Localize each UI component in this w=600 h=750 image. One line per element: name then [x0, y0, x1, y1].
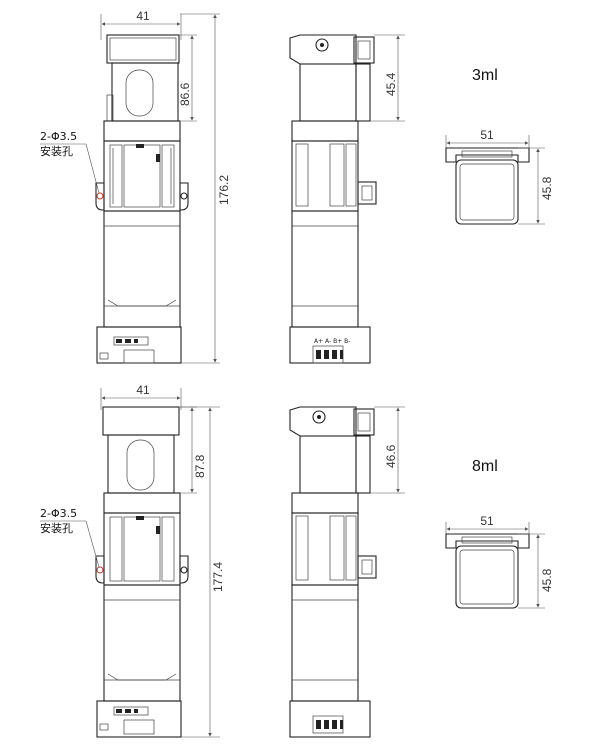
front-width-label: 41	[136, 9, 150, 23]
top-width-label: 51	[480, 128, 494, 142]
capacity-label-3ml: 3ml	[472, 67, 498, 84]
variant-8ml: 41	[40, 383, 554, 738]
front-view: 41	[40, 9, 231, 364]
hole-note-line1: 2-Φ3.5	[40, 130, 77, 143]
front-mid-height-label: 86.6	[178, 82, 192, 106]
variant-3ml: 41	[40, 9, 554, 364]
capacity-label-8ml: 8ml	[472, 458, 498, 475]
top-depth-label: 45.8	[540, 568, 554, 592]
front-view: 41	[40, 383, 225, 738]
total-height-label: 177.4	[211, 562, 225, 592]
top-depth-label: 45.8	[540, 176, 554, 200]
hole-note-line2: 安装孔	[40, 521, 73, 535]
side-top-height-label: 46.6	[384, 444, 398, 468]
hole-note-line2: 安装孔	[40, 144, 73, 158]
front-mid-height-label: 87.8	[193, 454, 207, 478]
side-view: 46.6	[289, 406, 405, 738]
side-top-height-label: 45.4	[384, 72, 398, 96]
top-width-label: 51	[480, 514, 494, 528]
front-width-label: 41	[136, 383, 150, 397]
top-view: 51 45.8	[445, 514, 554, 609]
total-height-label: 176.2	[217, 175, 231, 205]
svg-text:A+ A- B+ B-: A+ A- B+ B-	[314, 338, 350, 345]
top-view: 51 45.8	[445, 128, 554, 225]
side-view: A+ A- B+ B- 45.4	[289, 34, 405, 364]
hole-note-line1: 2-Φ3.5	[40, 507, 77, 520]
